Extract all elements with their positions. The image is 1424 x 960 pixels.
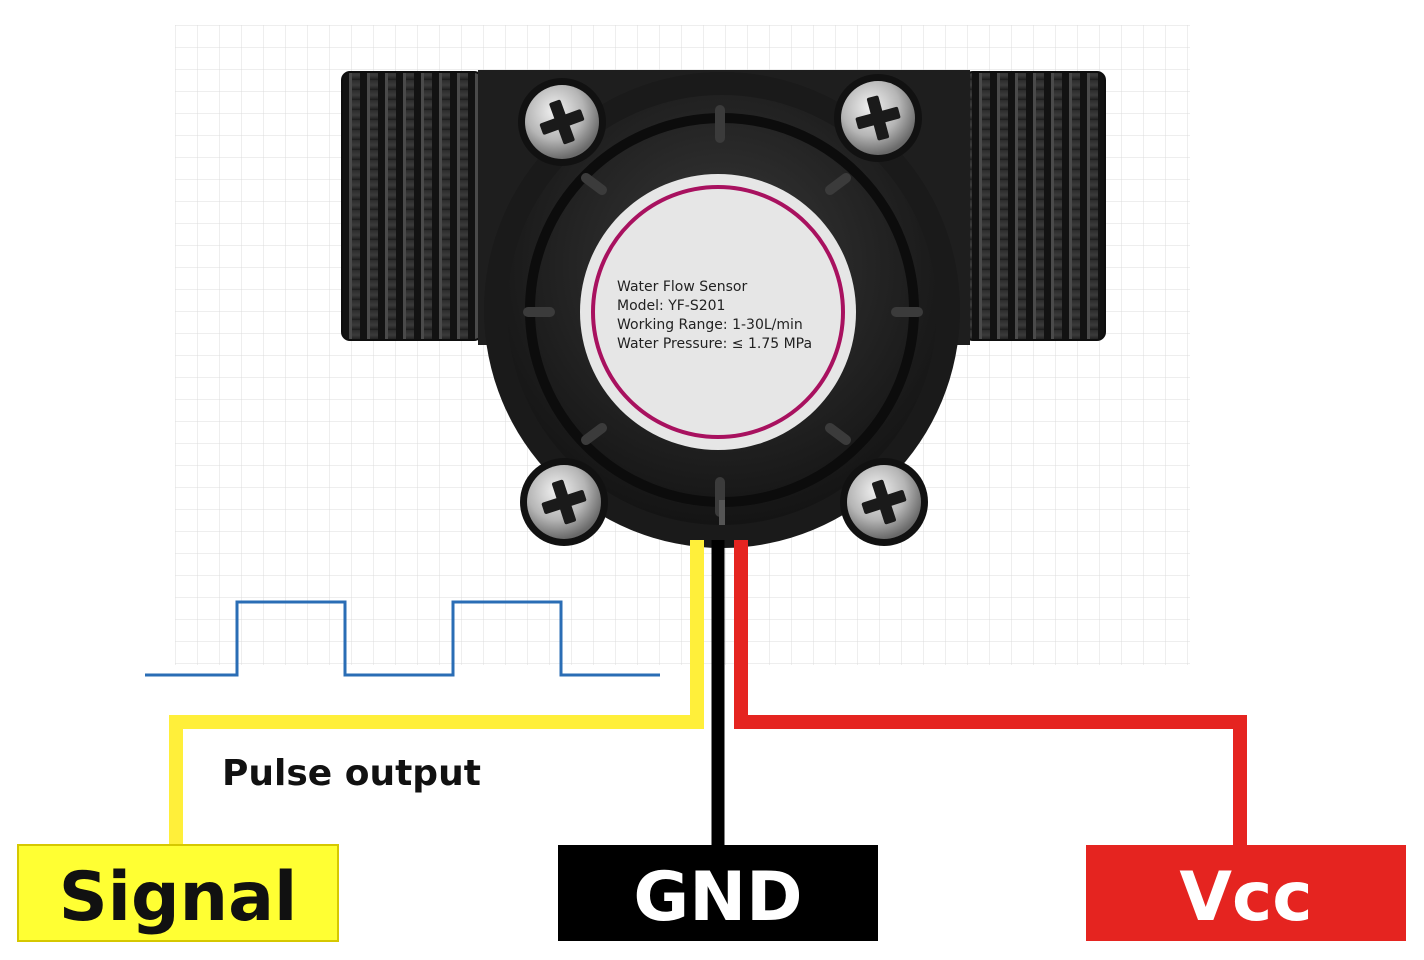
signal-pin-box: Signal [17,844,339,942]
label-line-pressure: Water Pressure: ≤ 1.75 MPa [617,336,812,352]
gnd-pin-label: GND [633,858,802,937]
phillips-screw-icon [840,458,928,546]
label-line-model: Model: YF-S201 [617,298,725,314]
vcc-wire [734,540,1247,850]
label-line-name: Water Flow Sensor [617,279,747,295]
phillips-screw-icon [834,74,922,162]
signal-wire [169,540,704,850]
pulse-output-label: Pulse output [222,753,481,794]
phillips-screw-icon [518,78,606,166]
vcc-pin-label: Vcc [1179,858,1312,937]
pulse-waveform [145,600,660,677]
left-thread [341,71,483,341]
signal-pin-label: Signal [59,858,298,937]
sensor-label-text: Water Flow Sensor Model: YF-S201 Working… [617,279,812,352]
phillips-screw-icon [520,458,608,546]
right-thread [964,71,1106,341]
gnd-pin-box: GND [558,845,878,941]
label-line-range: Working Range: 1-30L/min [617,317,803,333]
sensor-label-disc [580,174,856,450]
vcc-pin-box: Vcc [1086,845,1406,941]
